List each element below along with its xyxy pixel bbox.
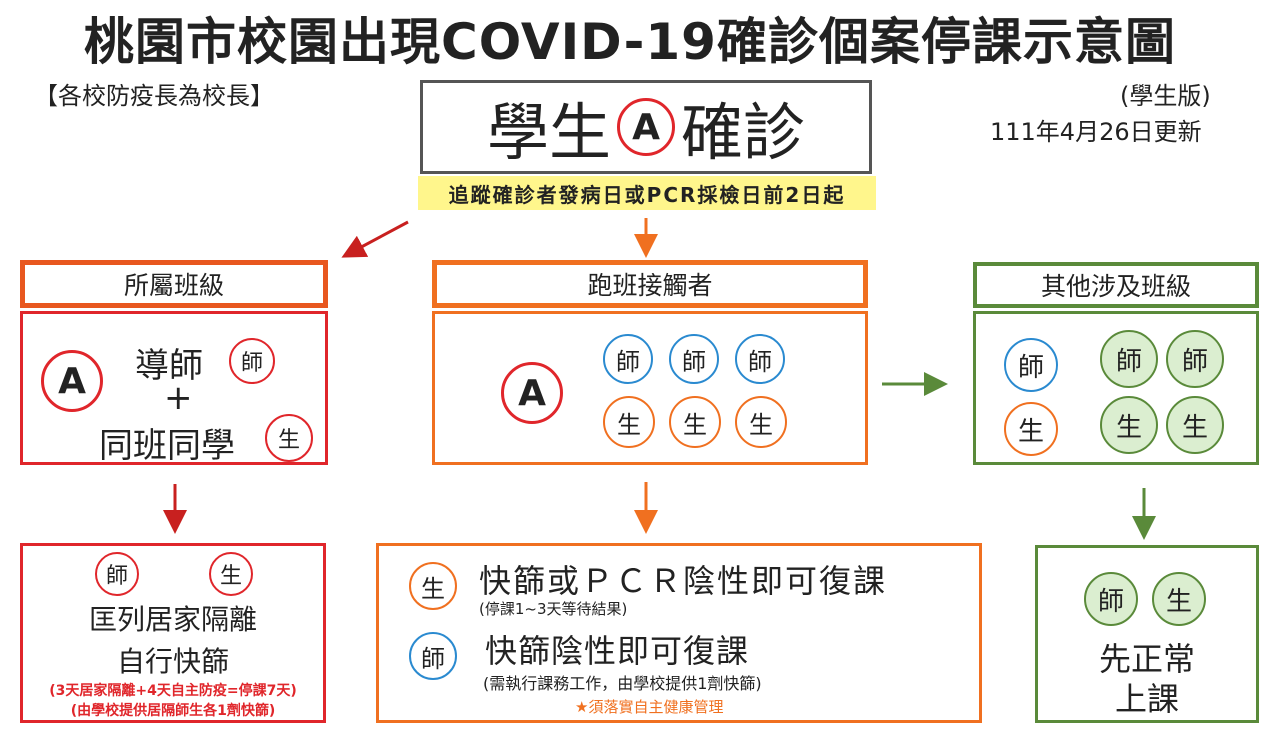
teacher-resume-note: (需執行課務工作，由學校提供1劑快篩): [483, 674, 762, 693]
student-badge: 生: [1166, 396, 1224, 454]
teacher-badge: 師: [1084, 572, 1138, 626]
test-kit-note: (由學校提供居隔師生各1劑快篩): [70, 703, 276, 719]
other-class-header: 其他涉及班級: [973, 262, 1259, 308]
teacher-badge: 師: [95, 552, 139, 596]
visit-class-outcome: 生 快篩或ＰＣＲ陰性即可復課 (停課1~3天等待結果) 師 快篩陰性即可復課 (…: [376, 543, 982, 723]
teacher-badge: 師: [735, 334, 785, 384]
other-class-panel: 師 生 師 師 生 生: [973, 311, 1259, 465]
health-management-note: ★須落實自主健康管理: [575, 698, 724, 716]
outcome-attend-class: 上課: [1114, 680, 1179, 718]
visit-class-panel: A 師 師 師 生 生 生: [432, 311, 868, 465]
own-classmates-label: 同班同學: [99, 426, 235, 466]
student-badge: 生: [669, 396, 721, 448]
teacher-resume-text: 快篩陰性即可復課: [485, 632, 750, 670]
case-suffix: 確診: [681, 96, 806, 169]
student-badge: 生: [1152, 572, 1206, 626]
edition-label: (學生版): [1120, 82, 1211, 110]
case-a-badge: A: [41, 350, 103, 412]
teacher-badge: 師: [603, 334, 653, 384]
student-badge: 生: [409, 562, 457, 610]
principal-note: 【各校防疫長為校長】: [34, 82, 274, 110]
student-badge: 生: [603, 396, 655, 448]
quarantine-note: (3天居家隔離+4天自主防疫=停課7天): [49, 683, 297, 699]
teacher-badge: 師: [409, 632, 457, 680]
trace-note: 追蹤確診者發病日或PCR採檢日前2日起: [418, 176, 876, 210]
outcome-quarantine: 匡列居家隔離: [88, 603, 257, 636]
case-prefix: 學生: [486, 96, 611, 169]
student-badge: 生: [1004, 402, 1058, 456]
updated-date: 111年4月26日更新: [990, 118, 1202, 146]
case-a-badge: A: [501, 362, 563, 424]
teacher-badge: 師: [1004, 338, 1058, 392]
visit-class-header: 跑班接觸者: [432, 260, 868, 308]
page-title: 桃園市校園出現COVID-19確診個案停課示意圖: [84, 13, 1176, 71]
student-badge: 生: [735, 396, 787, 448]
student-badge: 生: [209, 552, 253, 596]
own-teacher-label: 導師: [135, 346, 203, 386]
student-badge: 生: [1100, 396, 1158, 454]
teacher-badge: 師: [669, 334, 719, 384]
own-class-header: 所屬班級: [20, 260, 328, 308]
teacher-badge: 師: [229, 338, 275, 384]
outcome-self-test: 自行快篩: [116, 645, 229, 678]
case-letter-badge: A: [617, 98, 675, 156]
teacher-badge: 師: [1100, 330, 1158, 388]
case-box: 學生 A 確診: [420, 80, 872, 174]
outcome-normal: 先正常: [1098, 640, 1195, 678]
student-resume-note: (停課1~3天等待結果): [479, 600, 628, 618]
student-resume-text: 快篩或ＰＣＲ陰性即可復課: [479, 562, 888, 600]
plus-sign: +: [164, 378, 193, 418]
own-class-outcome: 師 生 匡列居家隔離 自行快篩 (3天居家隔離+4天自主防疫=停課7天) (由學…: [20, 543, 326, 723]
teacher-badge: 師: [1166, 330, 1224, 388]
arrow-to-own-class: [341, 220, 409, 258]
own-class-panel: A 導師 師 + 同班同學 生: [20, 311, 328, 466]
student-badge: 生: [265, 414, 313, 462]
other-class-outcome: 師 生 先正常 上課: [1035, 545, 1259, 723]
